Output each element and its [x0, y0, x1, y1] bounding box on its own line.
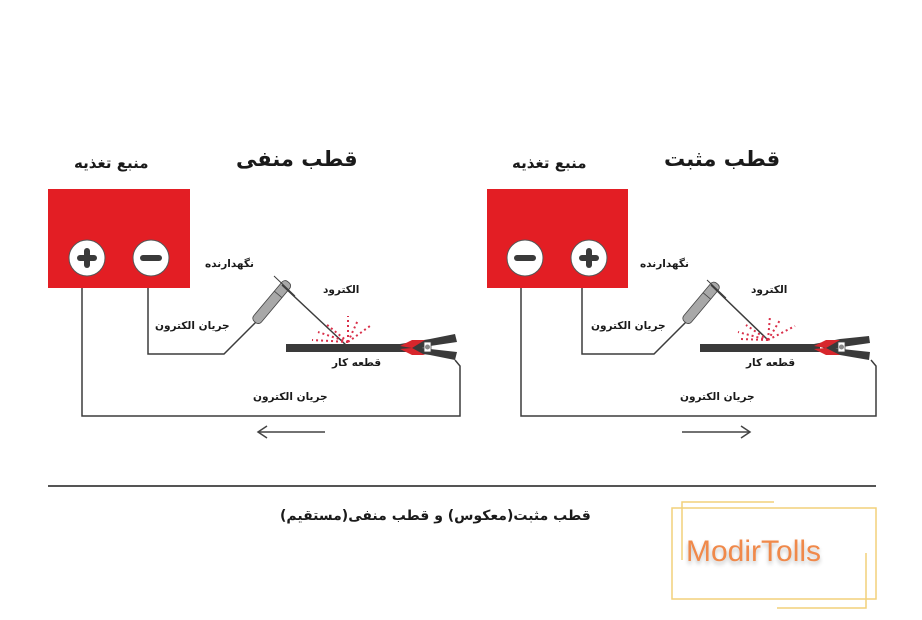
- right-source-label: منبع تغذیه: [512, 154, 587, 172]
- right-current-label-lower: جریان الکترون: [680, 391, 755, 403]
- power-source-box: [487, 189, 628, 288]
- watermark-logo: ModirTolls: [686, 535, 822, 568]
- left-circuit: [48, 189, 461, 439]
- left-workpiece-label: قطعه کار: [332, 357, 382, 369]
- power-source-box: [48, 189, 190, 288]
- electrode-holder-icon: [252, 280, 292, 324]
- watermark-frame: [671, 501, 877, 609]
- right-electrode-label: الکترود: [751, 284, 788, 296]
- left-source-label: منبع تغذیه: [74, 154, 149, 172]
- left-holder-label: نگهدارنده: [205, 258, 254, 270]
- ground-clamp-icon: [814, 336, 870, 360]
- caption: قطب مثبت(معکوس) و قطب منفی(مستقیم): [280, 508, 591, 524]
- spark-icon: [311, 316, 371, 343]
- arrow-right-icon: [682, 425, 752, 439]
- spark-icon: [737, 315, 796, 341]
- electrode-rod: [710, 284, 769, 341]
- electrode-rod: [281, 284, 347, 346]
- right-title: قطب مثبت: [664, 147, 781, 171]
- left-current-label-lower: جریان الکترون: [253, 391, 328, 403]
- right-holder-label: نگهدارنده: [640, 258, 689, 270]
- workpiece-bar: [286, 344, 416, 352]
- workpiece-bar: [700, 344, 820, 352]
- arrow-left-icon: [256, 425, 325, 439]
- left-electrode-label: الکترود: [323, 284, 360, 296]
- electrode-holder-icon: [682, 281, 720, 324]
- right-circuit: [487, 189, 877, 439]
- right-workpiece-label: قطعه کار: [746, 357, 796, 369]
- ground-clamp-icon: [400, 334, 457, 360]
- right-current-label-upper: جریان الکترون: [591, 320, 666, 332]
- left-title: قطب منفی: [236, 147, 358, 171]
- left-current-label-upper: جریان الکترون: [155, 320, 230, 332]
